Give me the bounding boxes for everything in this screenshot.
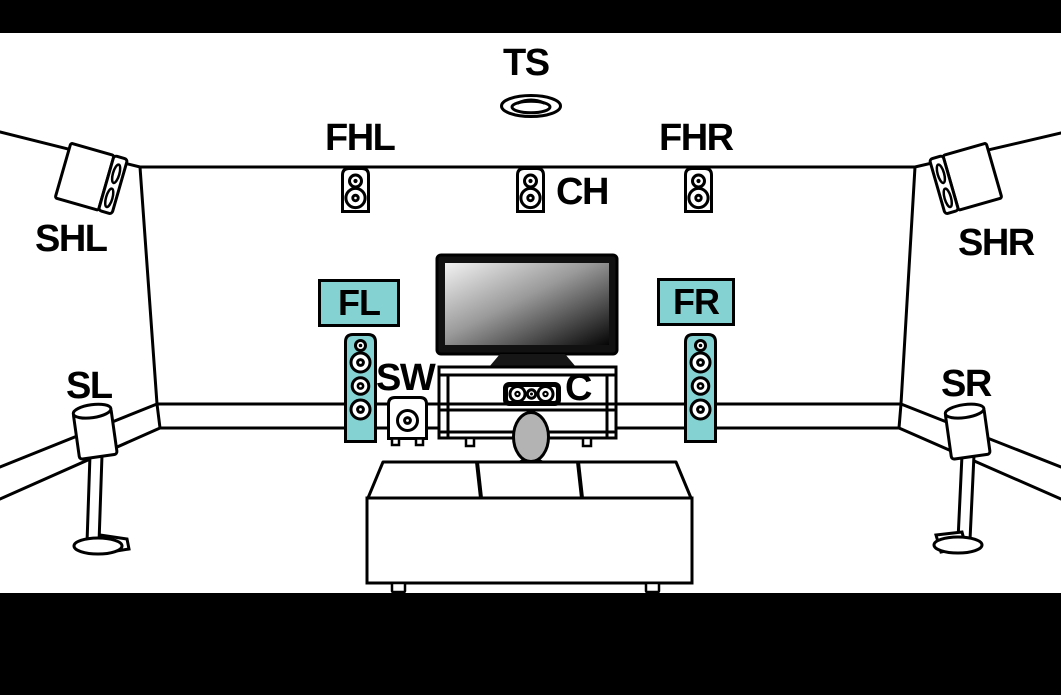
- fr-tower-speaker: [684, 333, 717, 443]
- sl-label: SL: [66, 365, 113, 407]
- fhr-label: FHR: [659, 117, 734, 159]
- sr-label: SR: [941, 363, 992, 405]
- ch-speaker: [516, 167, 545, 213]
- center-speaker: [503, 382, 561, 406]
- tv-stand: [489, 354, 576, 367]
- sl-speaker: [71, 402, 131, 556]
- shl-speaker: [54, 142, 129, 215]
- fhl-speaker: [341, 167, 370, 213]
- shl-label: SHL: [35, 218, 108, 260]
- fhl-label: FHL: [325, 117, 396, 159]
- bottom-letterbox-bar: [0, 593, 1061, 695]
- fr-highlight-badge: FR: [657, 278, 735, 326]
- fl-tower-speaker: [344, 333, 377, 443]
- sofa: [365, 460, 694, 594]
- fhr-speaker: [684, 167, 713, 213]
- sw-label: SW: [376, 357, 436, 399]
- tv: [435, 253, 619, 367]
- ts-speaker: [500, 94, 562, 118]
- top-letterbox-bar: [0, 0, 1061, 33]
- fl-highlight-badge: FL: [318, 279, 400, 327]
- subwoofer: [387, 396, 428, 447]
- sr-speaker: [932, 402, 992, 555]
- shr-label: SHR: [958, 222, 1035, 264]
- ch-label: CH: [556, 171, 609, 213]
- shr-speaker: [928, 142, 1003, 215]
- ts-label: TS: [503, 42, 550, 84]
- c-label: C: [565, 367, 592, 409]
